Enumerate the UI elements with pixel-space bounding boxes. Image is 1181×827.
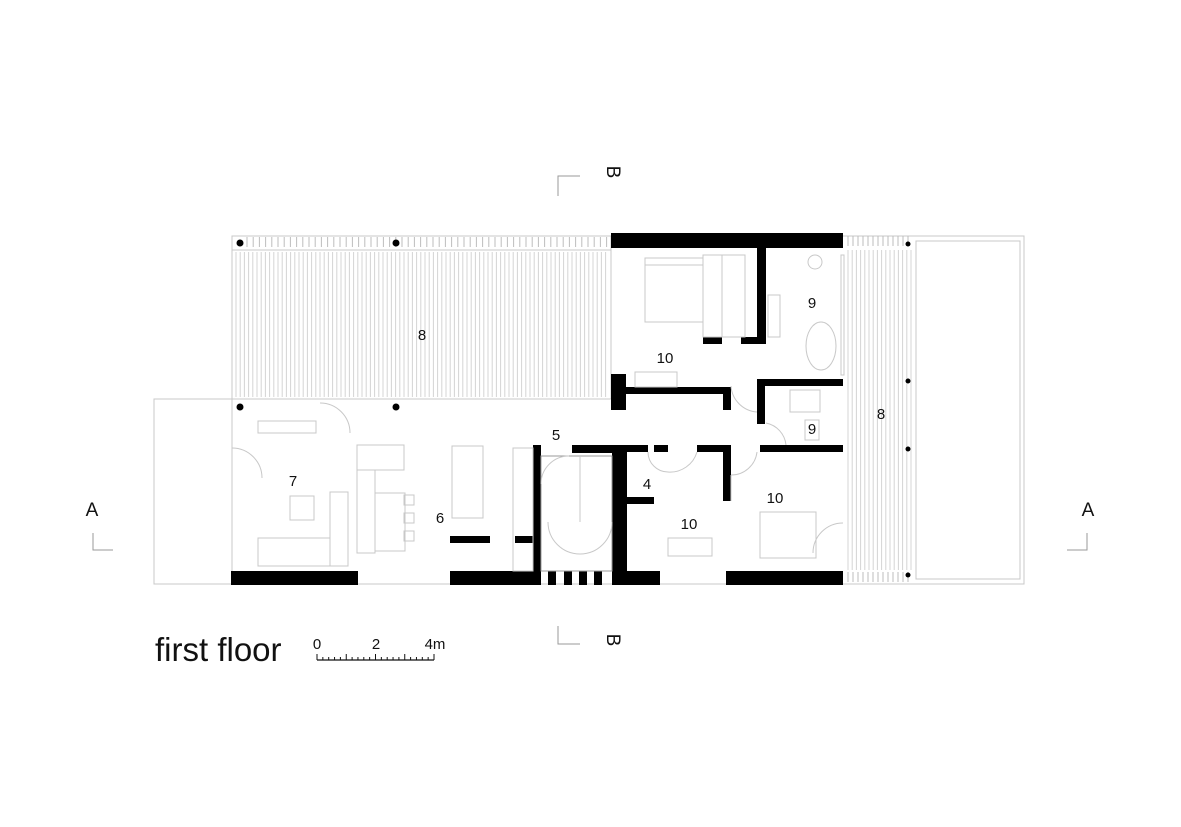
drawing-title: first floor [155, 631, 282, 668]
room-label-terrace-east: 8 [877, 406, 885, 423]
column [905, 378, 911, 384]
column [236, 403, 244, 411]
room-label-terrace-north: 8 [418, 327, 426, 344]
room-labels: 8 10 9 8 9 5 7 6 4 10 10 [289, 295, 885, 533]
scale-label-2: 2 [372, 636, 380, 653]
scale-ticks [316, 654, 435, 660]
column [236, 239, 244, 247]
railing-bottom [847, 236, 909, 582]
section-marker-b-top: B [602, 166, 623, 179]
column [392, 403, 400, 411]
room-label-bath-master: 9 [808, 295, 816, 312]
scale-label-4m: 4m [425, 636, 446, 653]
columns [236, 239, 911, 578]
column [905, 241, 911, 247]
room-label-bedroom-master: 10 [657, 350, 674, 367]
column [392, 239, 400, 247]
room-label-hall: 5 [552, 427, 560, 444]
scale-label-0: 0 [313, 636, 321, 653]
deck-east [847, 250, 912, 570]
walls [231, 233, 843, 585]
railing-top [246, 237, 608, 247]
room-label-wc: 4 [643, 476, 651, 493]
section-marker-a-left: A [86, 500, 99, 521]
room-label-bath-second: 9 [808, 421, 816, 438]
section-markers: A A B B [86, 166, 1095, 647]
room-label-bedroom-east: 10 [767, 490, 784, 507]
fixtures [231, 254, 845, 572]
room-label-kitchen-dining: 6 [436, 510, 444, 527]
section-marker-a-right: A [1082, 500, 1095, 521]
column [905, 572, 911, 578]
scale-bar: 0 2 4m [313, 636, 446, 661]
deck-north [235, 252, 607, 397]
room-label-living: 7 [289, 473, 297, 490]
room-label-bedroom-middle: 10 [681, 516, 698, 533]
section-marker-b-bottom: B [602, 634, 623, 647]
column [905, 446, 911, 452]
